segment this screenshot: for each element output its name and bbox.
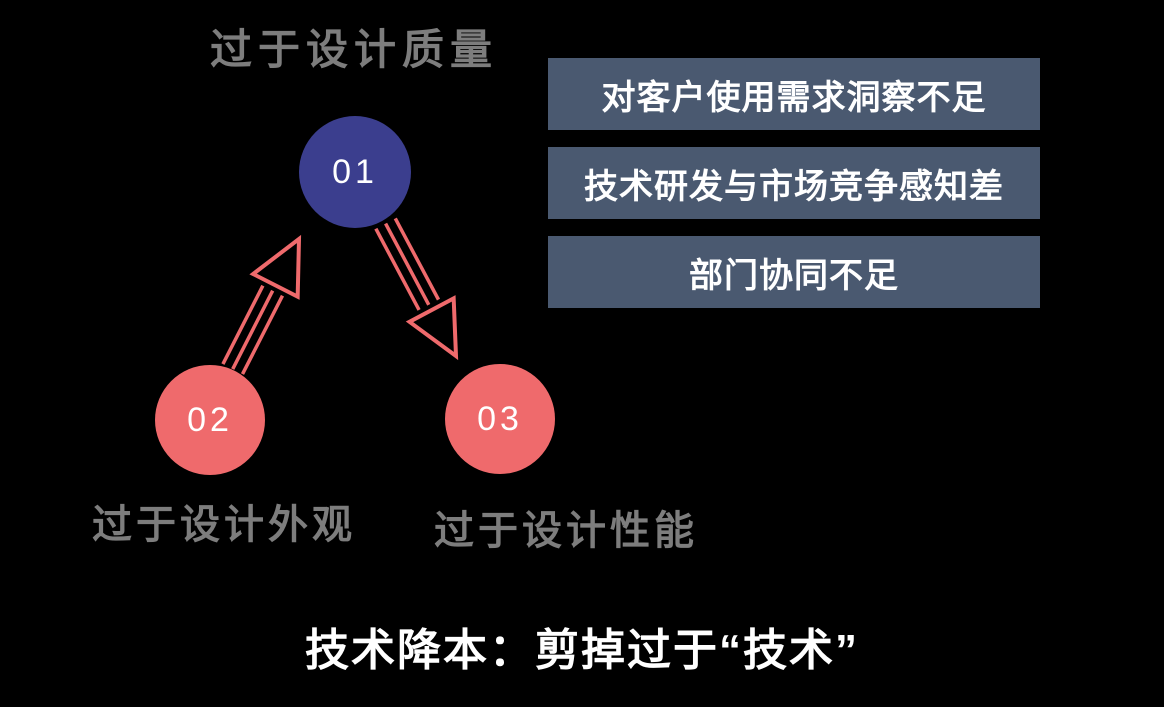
node-02-number: 02	[187, 400, 233, 439]
arrow-01-to-03-icon	[374, 217, 459, 361]
node-01-number: 01	[332, 152, 378, 191]
issue-box: 对客户使用需求洞察不足	[548, 58, 1040, 130]
node-02-label: 过于设计外观	[92, 503, 356, 547]
node-01-title-label: 过于设计质量	[210, 26, 499, 73]
node-03-number: 03	[477, 399, 523, 438]
node-03-label: 过于设计性能	[434, 509, 698, 553]
issue-list: 对客户使用需求洞察不足 技术研发与市场竞争感知差 部门协同不足	[548, 58, 1040, 308]
node-03-circle: 03	[445, 364, 555, 474]
node-01-circle: 01	[299, 116, 411, 228]
bottom-caption: 技术降本：剪掉过于“技术”	[305, 626, 859, 675]
arrow-02-to-01-icon	[221, 234, 302, 375]
issue-box: 技术研发与市场竞争感知差	[548, 147, 1040, 219]
node-02-circle: 02	[155, 365, 265, 475]
issue-box: 部门协同不足	[548, 236, 1040, 308]
